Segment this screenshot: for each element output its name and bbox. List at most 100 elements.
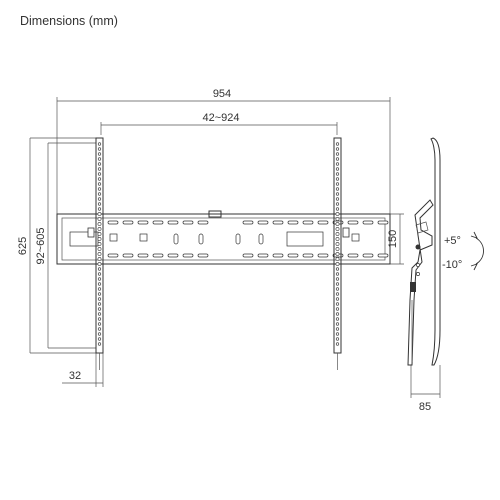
arm-hole — [335, 262, 340, 266]
plate-slot — [122, 253, 134, 258]
arm-hole — [335, 292, 340, 296]
arm-hole — [335, 202, 340, 206]
arm-hole — [97, 192, 102, 196]
arm-hole — [335, 302, 340, 306]
arm-hole — [335, 267, 340, 271]
plate-slot — [377, 253, 389, 258]
arm-hole — [97, 162, 102, 166]
label-arm-width: 32 — [69, 370, 81, 382]
arm-hole — [97, 257, 102, 261]
plate-slot — [317, 253, 329, 258]
plate-slot — [242, 253, 254, 258]
arm-hole — [335, 272, 340, 276]
arm-hole — [335, 172, 340, 176]
arm-hole — [335, 317, 340, 321]
arm-hole — [97, 157, 102, 161]
label-depth: 85 — [419, 401, 431, 413]
arm-hole — [97, 332, 102, 336]
label-tilt-up: +5° — [444, 235, 461, 247]
arm-hole — [335, 222, 340, 226]
side-view — [407, 137, 441, 366]
arm-hole — [97, 272, 102, 276]
arm-hole — [335, 237, 340, 241]
arm-hole — [335, 247, 340, 251]
arm-hole — [97, 337, 102, 341]
arm-hole — [335, 252, 340, 256]
arm-hole — [97, 222, 102, 226]
arm-hole — [97, 242, 102, 246]
arm-hole — [97, 207, 102, 211]
arm-hole — [335, 287, 340, 291]
plate-slot — [137, 220, 149, 225]
arm-hole — [97, 247, 102, 251]
arm-hole — [335, 327, 340, 331]
arm-hole — [335, 257, 340, 261]
arm-hole — [335, 152, 340, 156]
plate-slot — [347, 253, 359, 258]
arm-hole — [97, 167, 102, 171]
arm-hole — [335, 162, 340, 166]
arm-hole — [335, 207, 340, 211]
tilt-indicator: +5° -10° — [442, 231, 484, 271]
arm-hole — [335, 297, 340, 301]
plate-slot — [362, 253, 374, 258]
plate-slot — [287, 220, 299, 225]
arm-hole — [335, 227, 340, 231]
label-plate-height: 150 — [387, 230, 399, 248]
dimension-overall-width: 954 — [56, 88, 391, 215]
arm-hole — [335, 337, 340, 341]
arm-hole — [335, 182, 340, 186]
arm-hole — [97, 262, 102, 266]
arm-hole — [335, 322, 340, 326]
label-overall-height: 625 — [17, 237, 29, 255]
plate-slot — [182, 220, 194, 225]
arm-hole — [97, 327, 102, 331]
arm-hole — [335, 187, 340, 191]
plate-slot — [287, 253, 299, 258]
plate-slot — [167, 220, 179, 225]
plate-slot — [122, 220, 134, 225]
arm-hole — [335, 212, 340, 216]
arm-hole — [97, 212, 102, 216]
arm-hole — [97, 172, 102, 176]
arm-hole — [97, 197, 102, 201]
arm-hole — [335, 192, 340, 196]
plate-slot — [152, 220, 164, 225]
plate-slot — [167, 253, 179, 258]
label-tilt-down: -10° — [442, 259, 462, 271]
arm-hole — [97, 297, 102, 301]
label-overall-width: 954 — [213, 88, 231, 100]
plate-slot — [362, 220, 374, 225]
arm-hole — [97, 227, 102, 231]
arm-hole — [97, 317, 102, 321]
arm-hole — [97, 232, 102, 236]
arm-hole — [335, 282, 340, 286]
arm-hole — [97, 322, 102, 326]
plate-slot — [302, 220, 314, 225]
plate-slot — [197, 220, 209, 225]
plate-slot — [182, 253, 194, 258]
plate-slot — [347, 220, 359, 225]
plate-slot — [197, 253, 209, 258]
arm-hole — [335, 307, 340, 311]
arm-hole — [335, 242, 340, 246]
arm-hole — [97, 237, 102, 241]
diagram-title: Dimensions (mm) — [20, 14, 118, 28]
plate-slot — [107, 220, 119, 225]
arm-hole — [335, 342, 340, 346]
dimension-vesa-height: 92~605 — [35, 142, 96, 349]
arm-hole — [335, 142, 340, 146]
plate-slot — [107, 253, 119, 258]
plate-slot — [272, 220, 284, 225]
arm-hole — [97, 182, 102, 186]
arm-hole — [97, 302, 102, 306]
arm-hole — [97, 287, 102, 291]
arm-hole — [97, 177, 102, 181]
arm-hole — [335, 217, 340, 221]
plate-slot — [137, 253, 149, 258]
plate-slot — [377, 220, 389, 225]
arm-hole — [97, 267, 102, 271]
arm-hole — [97, 217, 102, 221]
arm-hole — [97, 142, 102, 146]
dimension-vesa-width: 42~924 — [100, 112, 338, 135]
